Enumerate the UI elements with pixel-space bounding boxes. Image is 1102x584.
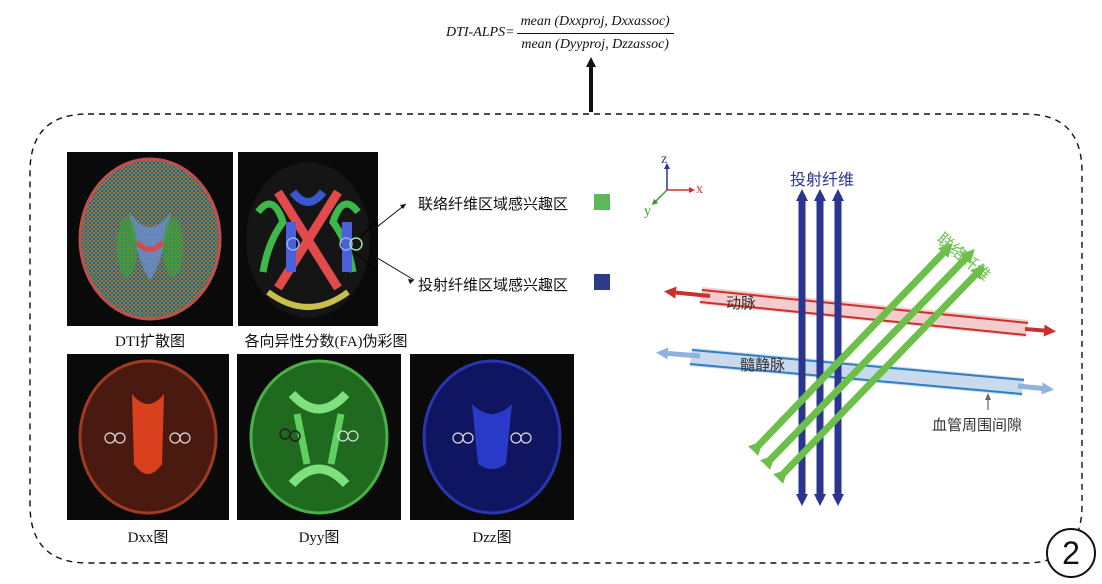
formula-denominator: mean (Dyyproj, Dzzassoc) [521, 36, 669, 52]
dyy-caption: Dyy图 [298, 530, 340, 546]
artery-label: 动脉 [726, 294, 757, 312]
formula-fraction: mean (Dxxproj, Dxxassoc) mean (Dyyproj, … [516, 14, 674, 53]
dzz-brain-image [422, 359, 562, 515]
projection-fibers-label: 投射纤维 [790, 170, 855, 189]
dxx-caption: Dxx图 [127, 530, 169, 546]
axis-z-label: z [661, 152, 668, 167]
fiber-schematic [651, 163, 1056, 506]
projection-roi-swatch [594, 274, 610, 290]
axis-y-label: y [644, 204, 651, 219]
dyy-panel [237, 354, 401, 520]
roi-leaders [367, 203, 415, 284]
perivascular-label: 血管周围间隙 [932, 416, 1023, 434]
dzz-panel [410, 354, 574, 520]
dti-brain-image [78, 157, 222, 321]
axes-icon [651, 163, 695, 206]
dzz-caption: Dzz图 [472, 530, 512, 546]
figure-number-badge: 2 [1046, 528, 1096, 578]
dti-alps-formula: DTI-ALPS= mean (Dxxproj, Dxxassoc) mean … [446, 8, 674, 58]
axis-x-label: x [696, 182, 703, 197]
dti-caption: DTI扩散图 [115, 334, 185, 350]
formula-lhs: DTI-ALPS= [446, 25, 515, 40]
dxx-panel [67, 354, 229, 520]
formula-numerator: mean (Dxxproj, Dxxassoc) [516, 14, 674, 34]
dti-panel [67, 152, 233, 326]
dashed-frame [29, 113, 1083, 564]
dxx-brain-image [78, 359, 218, 515]
association-fiber-bundle [748, 242, 985, 484]
association-roi-swatch [594, 194, 610, 210]
fa-panel [238, 152, 378, 326]
projection-fiber-bundle [796, 189, 844, 506]
dyy-brain-image [249, 359, 389, 515]
projection-roi-label: 投射纤维区域感兴趣区 [418, 278, 569, 294]
fa-brain-image [246, 162, 377, 318]
vein-label: 髓静脉 [740, 356, 786, 374]
fa-caption: 各向异性分数(FA)伪彩图 [244, 334, 408, 350]
association-roi-label: 联络纤维区域感兴趣区 [418, 197, 569, 213]
